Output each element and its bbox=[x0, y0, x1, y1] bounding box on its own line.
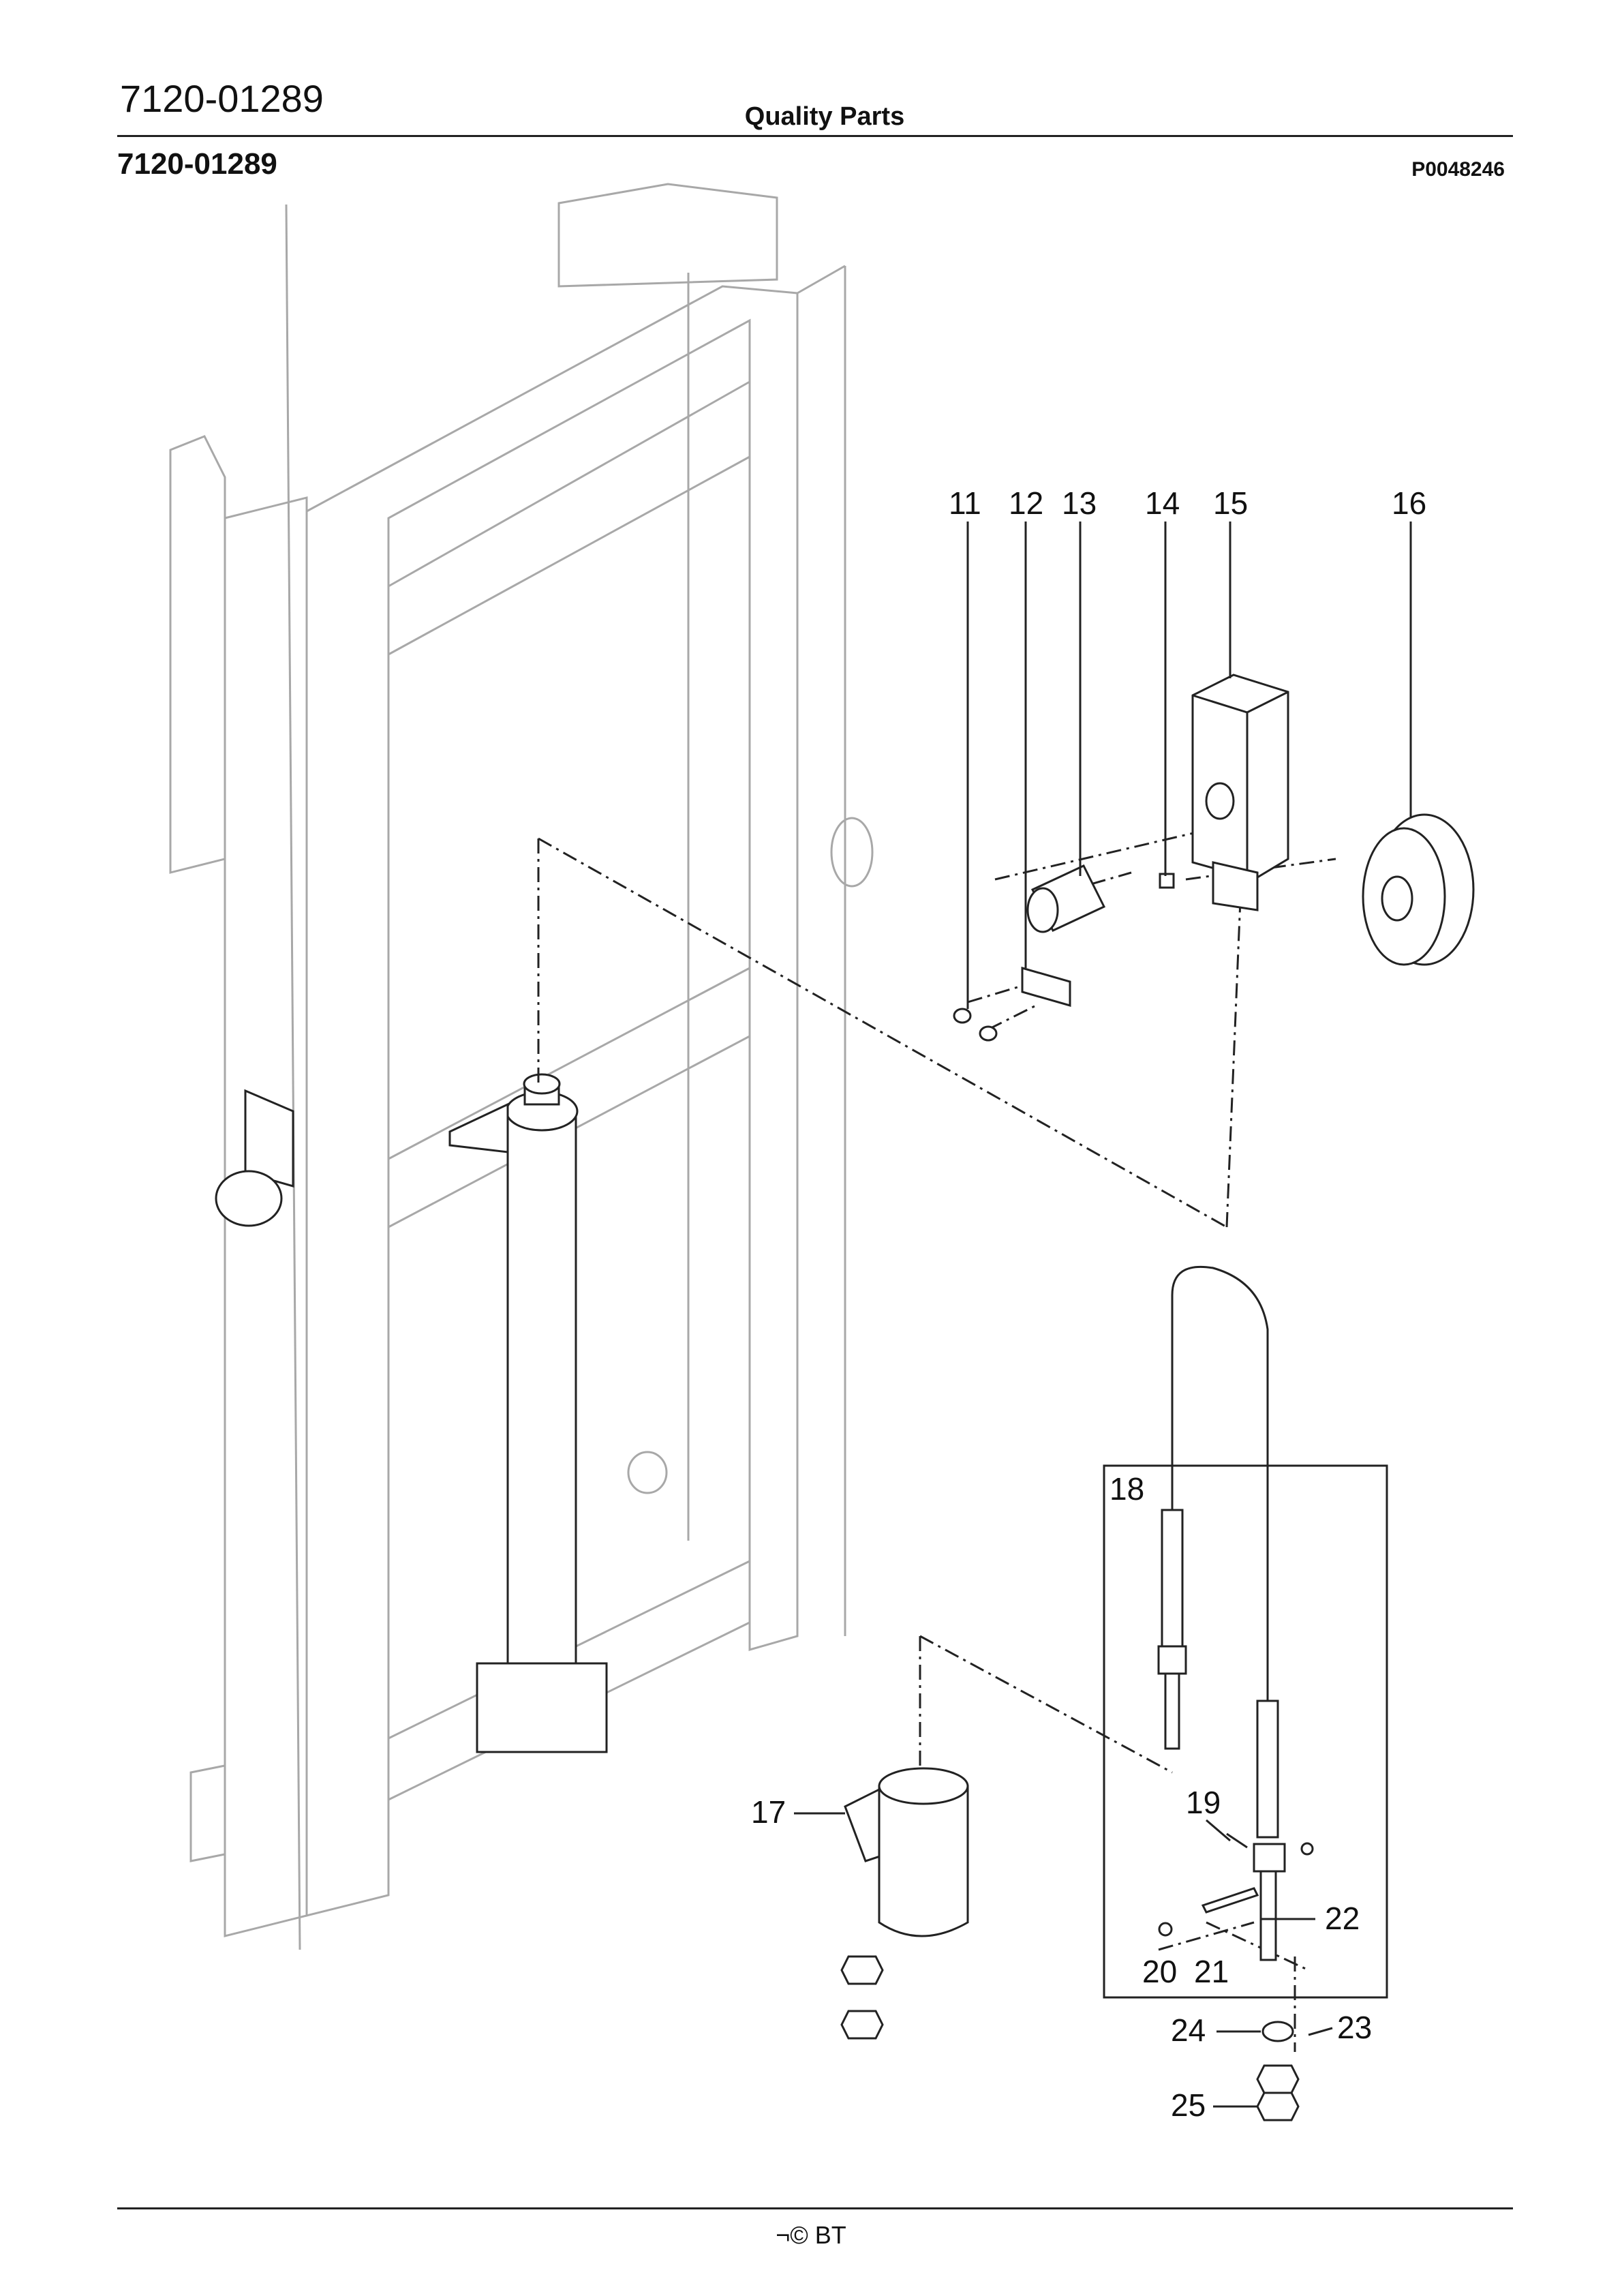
part-16-pulley bbox=[1362, 813, 1475, 966]
part-17-sleeve bbox=[840, 1767, 969, 2040]
footer-rule bbox=[117, 2207, 1513, 2209]
part-label-14: 14 bbox=[1145, 485, 1180, 521]
mast-frame bbox=[169, 183, 874, 1950]
part-label-18: 18 bbox=[1110, 1471, 1144, 1507]
part-13-pin bbox=[1026, 864, 1106, 933]
part-11-screws bbox=[953, 1008, 998, 1042]
part-label-12: 12 bbox=[1009, 485, 1043, 521]
part-22-chain-anchor bbox=[1253, 1700, 1286, 1961]
chain-kit-box bbox=[1103, 1464, 1388, 1999]
footer-copyright: ¬© BT bbox=[776, 2221, 846, 2249]
part-24-washer bbox=[1261, 2021, 1294, 2042]
part-21-pin bbox=[1201, 1887, 1259, 1914]
part-label-22: 22 bbox=[1325, 1901, 1360, 1936]
header-rule bbox=[117, 135, 1513, 137]
part-23-split-pin bbox=[1308, 2027, 1333, 2036]
part-label-23: 23 bbox=[1337, 2010, 1372, 2045]
part-label-19: 19 bbox=[1186, 1785, 1221, 1820]
part-label-17: 17 bbox=[751, 1794, 786, 1830]
part-label-24: 24 bbox=[1171, 2012, 1206, 2048]
part-label-20: 20 bbox=[1142, 1954, 1177, 1989]
part-12-plate bbox=[1021, 967, 1071, 1007]
page-heading: Quality Parts bbox=[744, 102, 905, 131]
drawing-reference: P0048246 bbox=[1411, 158, 1505, 181]
part-label-15: 15 bbox=[1213, 485, 1248, 521]
part-label-21: 21 bbox=[1194, 1954, 1229, 1989]
part-label-13: 13 bbox=[1062, 485, 1097, 521]
part-14-bolt bbox=[1159, 873, 1175, 889]
lift-chain bbox=[1171, 1265, 1269, 1704]
part-label-11: 11 bbox=[949, 485, 981, 521]
leader-lines bbox=[794, 522, 1412, 2108]
part-19-pins bbox=[1206, 1819, 1314, 1856]
document-code: 7120-01289 bbox=[120, 77, 324, 120]
assembly-code: 7120-01289 bbox=[117, 147, 277, 181]
part-18-chain-anchor bbox=[1157, 1509, 1187, 1750]
part-label-16: 16 bbox=[1392, 485, 1426, 521]
part-15-bracket bbox=[1191, 674, 1289, 911]
part-25-nuts bbox=[1256, 2064, 1300, 2121]
part-20-washer bbox=[1158, 1922, 1173, 1937]
part-label-25: 25 bbox=[1171, 2087, 1206, 2123]
